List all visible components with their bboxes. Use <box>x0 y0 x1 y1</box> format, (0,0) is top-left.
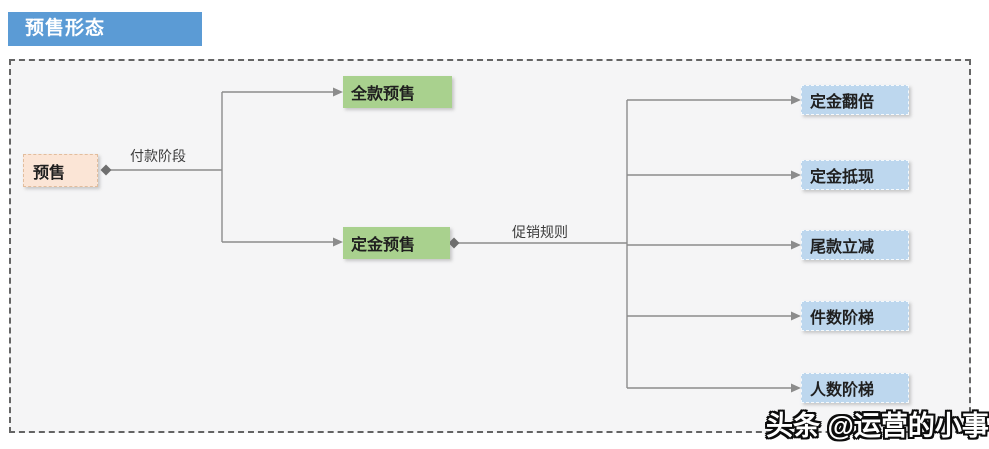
node-balance-discount: 尾款立减 <box>801 230 909 260</box>
watermark: 头条 @运营的小事 <box>766 411 989 441</box>
edge-label-payment-stage: 付款阶段 <box>130 148 186 164</box>
page-title: 预售形态 <box>8 12 202 46</box>
node-quantity-tier: 件数阶梯 <box>801 301 909 331</box>
node-deposit-presale: 定金预售 <box>343 227 450 259</box>
edge-label-promo-rules: 促销规则 <box>512 224 568 240</box>
node-presale: 预售 <box>23 154 98 187</box>
node-full-payment-presale: 全款预售 <box>343 76 452 108</box>
node-people-tier: 人数阶梯 <box>801 373 909 403</box>
node-deposit-double: 定金翻倍 <box>801 85 909 115</box>
node-deposit-offset: 定金抵现 <box>801 160 909 190</box>
